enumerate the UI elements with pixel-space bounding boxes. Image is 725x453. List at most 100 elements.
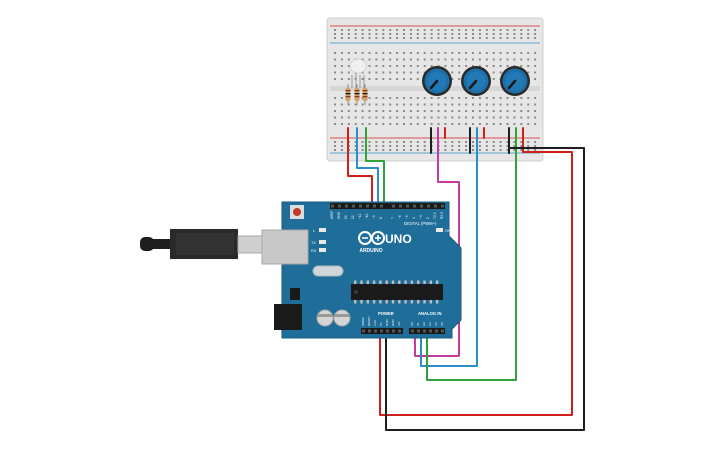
breadboard-hole[interactable] bbox=[382, 116, 385, 119]
breadboard-hole[interactable] bbox=[403, 116, 405, 119]
breadboard-hole[interactable] bbox=[499, 65, 502, 67]
breadboard-hole[interactable] bbox=[423, 145, 426, 147]
breadboard-hole[interactable] bbox=[423, 141, 426, 143]
breadboard-hole[interactable] bbox=[361, 29, 364, 31]
breadboard-hole[interactable] bbox=[520, 52, 523, 54]
breadboard-hole[interactable] bbox=[361, 37, 364, 39]
breadboard-hole[interactable] bbox=[506, 33, 509, 35]
breadboard-hole[interactable] bbox=[368, 110, 371, 112]
breadboard-hole[interactable] bbox=[382, 145, 385, 147]
breadboard-hole[interactable] bbox=[458, 58, 461, 61]
breadboard-hole[interactable] bbox=[458, 37, 461, 39]
breadboard-hole[interactable] bbox=[396, 52, 399, 54]
breadboard-hole[interactable] bbox=[513, 123, 516, 125]
breadboard-hole[interactable] bbox=[492, 29, 495, 31]
breadboard-hole[interactable] bbox=[437, 103, 440, 106]
breadboard-hole[interactable] bbox=[472, 141, 474, 143]
breadboard-hole[interactable] bbox=[396, 65, 399, 67]
breadboard-hole[interactable] bbox=[340, 141, 343, 143]
breadboard-hole[interactable] bbox=[354, 103, 357, 106]
breadboard-hole[interactable] bbox=[361, 103, 364, 106]
breadboard-hole[interactable] bbox=[334, 33, 336, 35]
breadboard-hole[interactable] bbox=[430, 116, 433, 119]
breadboard-hole[interactable] bbox=[354, 110, 357, 112]
potentiometer-1[interactable] bbox=[422, 66, 452, 96]
breadboard-hole[interactable] bbox=[382, 78, 385, 80]
breadboard-hole[interactable] bbox=[409, 110, 412, 112]
breadboard-hole[interactable] bbox=[375, 116, 378, 119]
breadboard-hole[interactable] bbox=[396, 78, 399, 80]
breadboard-hole[interactable] bbox=[396, 33, 399, 35]
breadboard-hole[interactable] bbox=[465, 29, 468, 31]
breadboard-hole[interactable] bbox=[478, 97, 481, 99]
breadboard-hole[interactable] bbox=[451, 71, 454, 74]
breadboard-hole[interactable] bbox=[478, 145, 481, 147]
breadboard-hole[interactable] bbox=[423, 149, 426, 151]
breadboard-hole[interactable] bbox=[403, 149, 405, 151]
breadboard-hole[interactable] bbox=[465, 141, 468, 143]
breadboard-hole[interactable] bbox=[334, 71, 336, 74]
breadboard-hole[interactable] bbox=[444, 103, 447, 106]
breadboard-hole[interactable] bbox=[389, 52, 392, 54]
breadboard-hole[interactable] bbox=[361, 145, 364, 147]
breadboard-hole[interactable] bbox=[403, 103, 405, 106]
breadboard-hole[interactable] bbox=[527, 37, 530, 39]
breadboard-hole[interactable] bbox=[444, 149, 447, 151]
breadboard-hole[interactable] bbox=[492, 37, 495, 39]
breadboard-hole[interactable] bbox=[458, 149, 461, 151]
wire-red-5v[interactable] bbox=[379, 137, 573, 416]
breadboard-hole[interactable] bbox=[368, 33, 371, 35]
breadboard-hole[interactable] bbox=[334, 141, 336, 143]
breadboard-hole[interactable] bbox=[347, 37, 350, 39]
breadboard-hole[interactable] bbox=[437, 123, 440, 125]
breadboard-hole[interactable] bbox=[409, 33, 412, 35]
breadboard-hole[interactable] bbox=[458, 97, 461, 99]
breadboard-hole[interactable] bbox=[375, 65, 378, 67]
breadboard-hole[interactable] bbox=[499, 103, 502, 106]
bottom-header-pins[interactable] bbox=[362, 329, 444, 333]
potentiometer-3[interactable] bbox=[500, 66, 530, 96]
breadboard-hole[interactable] bbox=[340, 65, 343, 67]
header-pin[interactable] bbox=[441, 329, 444, 333]
breadboard-hole[interactable] bbox=[527, 29, 530, 31]
breadboard-hole[interactable] bbox=[534, 71, 537, 74]
breadboard-hole[interactable] bbox=[472, 29, 474, 31]
breadboard-hole[interactable] bbox=[492, 116, 495, 119]
breadboard-hole[interactable] bbox=[527, 116, 530, 119]
breadboard-hole[interactable] bbox=[389, 29, 392, 31]
breadboard-hole[interactable] bbox=[368, 58, 371, 61]
breadboard-hole[interactable] bbox=[430, 65, 433, 67]
breadboard-hole[interactable] bbox=[506, 149, 509, 151]
breadboard-hole[interactable] bbox=[347, 103, 350, 106]
breadboard-hole[interactable] bbox=[396, 97, 399, 99]
breadboard-hole[interactable] bbox=[430, 123, 433, 125]
breadboard-hole[interactable] bbox=[513, 145, 516, 147]
breadboard-hole[interactable] bbox=[375, 78, 378, 80]
breadboard-hole[interactable] bbox=[472, 97, 474, 99]
breadboard-hole[interactable] bbox=[499, 149, 502, 151]
breadboard-hole[interactable] bbox=[472, 37, 474, 39]
breadboard-hole[interactable] bbox=[375, 71, 378, 74]
header-pin[interactable] bbox=[434, 204, 437, 208]
breadboard-hole[interactable] bbox=[403, 33, 405, 35]
header-pin[interactable] bbox=[386, 329, 389, 333]
breadboard-hole[interactable] bbox=[389, 141, 392, 143]
breadboard-hole[interactable] bbox=[478, 149, 481, 151]
breadboard-hole[interactable] bbox=[396, 123, 399, 125]
breadboard-hole[interactable] bbox=[409, 103, 412, 106]
breadboard-hole[interactable] bbox=[347, 123, 350, 125]
breadboard-hole[interactable] bbox=[334, 110, 336, 112]
breadboard-hole[interactable] bbox=[451, 116, 454, 119]
breadboard-hole[interactable] bbox=[423, 29, 426, 31]
analog-header[interactable] bbox=[409, 328, 445, 334]
breadboard-hole[interactable] bbox=[437, 52, 440, 54]
breadboard-hole[interactable] bbox=[499, 116, 502, 119]
breadboard-hole[interactable] bbox=[472, 116, 474, 119]
breadboard-hole[interactable] bbox=[492, 103, 495, 106]
breadboard-hole[interactable] bbox=[527, 145, 530, 147]
breadboard-hole[interactable] bbox=[389, 71, 392, 74]
breadboard-hole[interactable] bbox=[444, 123, 447, 125]
breadboard-hole[interactable] bbox=[499, 123, 502, 125]
breadboard-hole[interactable] bbox=[430, 52, 433, 54]
breadboard-hole[interactable] bbox=[334, 149, 336, 151]
